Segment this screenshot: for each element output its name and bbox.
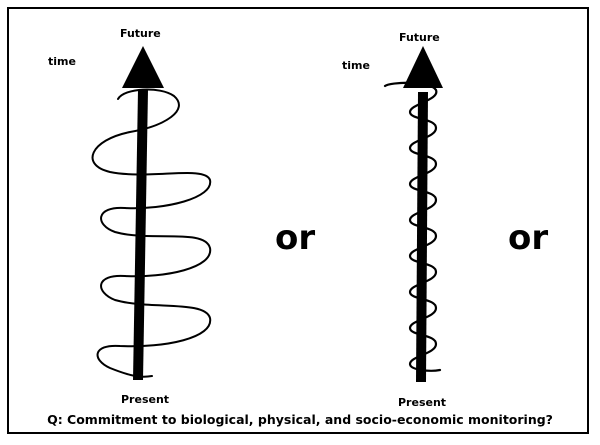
- left-time-label: time: [48, 55, 76, 68]
- left-future-label: Future: [120, 27, 161, 40]
- right-time-arrow-shaft: [416, 92, 428, 382]
- right-present-label: Present: [398, 396, 446, 409]
- left-time-arrow-head: [122, 46, 164, 88]
- right-future-label: Future: [399, 31, 440, 44]
- left-present-label: Present: [121, 393, 169, 406]
- left-loose-spiral: [93, 90, 211, 377]
- right-tight-coil: [385, 83, 440, 371]
- middle-or-text: or: [275, 218, 315, 258]
- right-time-arrow-head: [403, 46, 443, 88]
- question-text: Q: Commitment to biological, physical, a…: [0, 412, 600, 427]
- right-time-label: time: [342, 59, 370, 72]
- right-or-text: or: [508, 218, 548, 258]
